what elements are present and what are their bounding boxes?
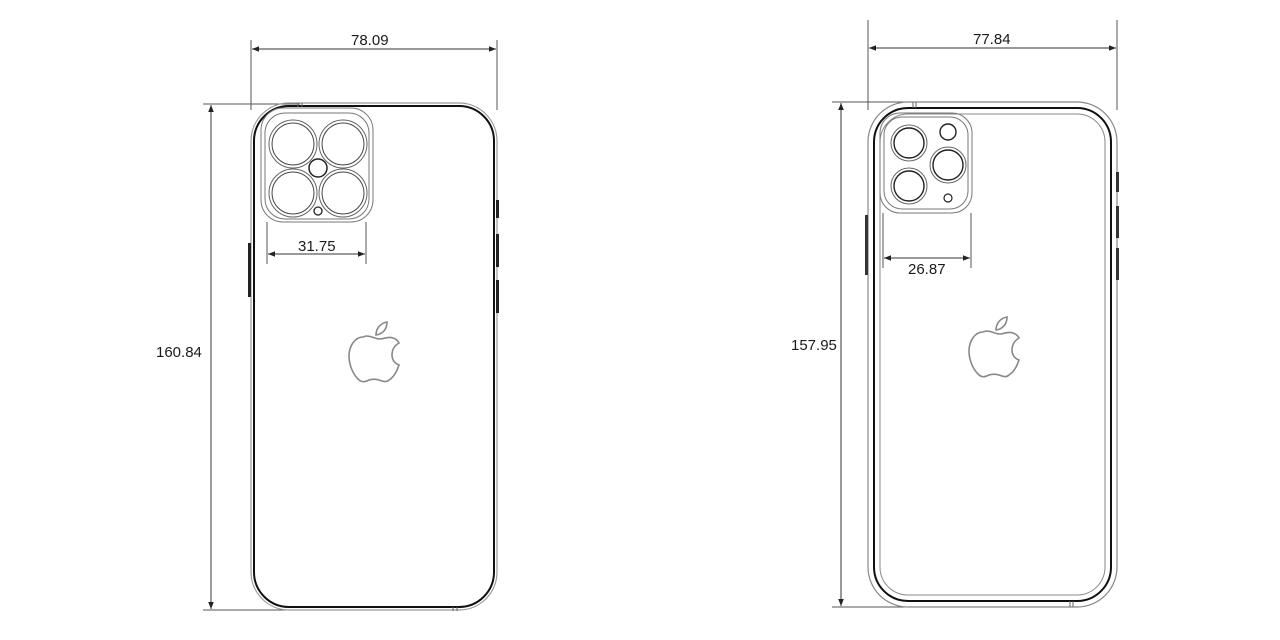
- right-height-label: 157.95: [791, 337, 837, 354]
- right-camera-width-label: 26.87: [908, 261, 946, 278]
- left-width-label: 78.09: [351, 32, 389, 49]
- left-height-label: 160.84: [156, 344, 202, 361]
- apple-logo-icon: [968, 316, 1020, 378]
- right-width-label: 77.84: [973, 31, 1011, 48]
- left-camera-bump: [260, 107, 374, 223]
- left-camera-width-label: 31.75: [298, 238, 336, 255]
- right-camera-bump: [879, 112, 973, 214]
- left-phone-drawing: [203, 40, 499, 611]
- right-phone-drawing: [832, 20, 1119, 608]
- apple-logo-icon: [348, 321, 400, 383]
